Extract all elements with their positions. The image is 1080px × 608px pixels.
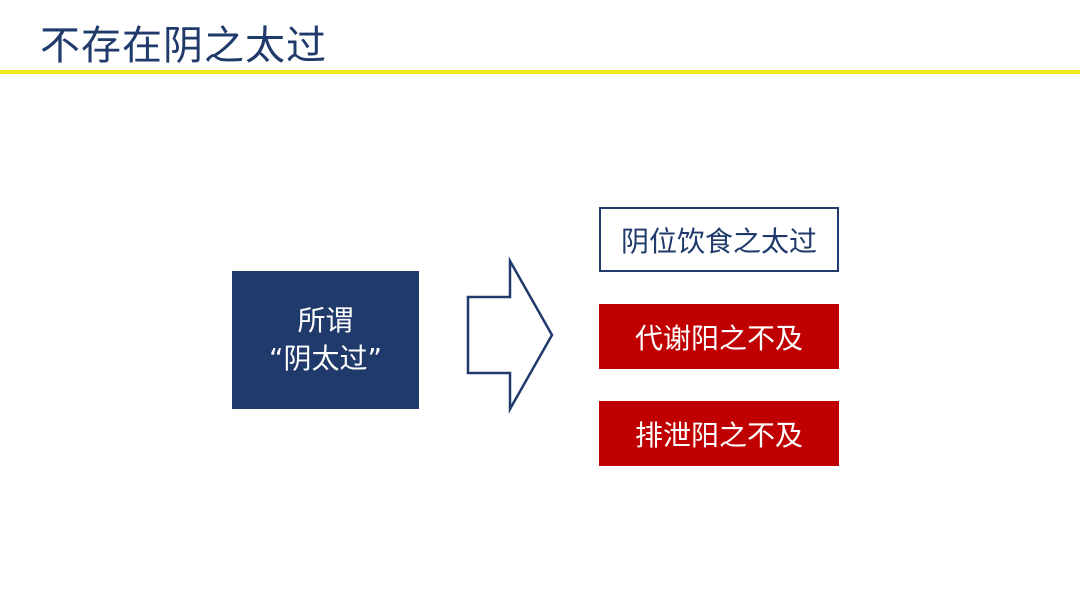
source-box-line-1: 所谓 — [297, 304, 354, 337]
result-box-label: 排泄阳之不及 — [634, 418, 803, 452]
result-box-label: 代谢阳之不及 — [634, 321, 803, 355]
result-box-diet-excess: 阴位饮食之太过 — [599, 207, 839, 272]
source-box-line-2: “阴太过” — [268, 342, 382, 375]
right-arrow-icon — [466, 256, 554, 414]
slide-title: 不存在阴之太过 — [40, 23, 327, 69]
result-box-label: 阴位饮食之太过 — [620, 224, 817, 258]
title-underline — [0, 70, 1080, 74]
result-box-excretion-deficiency: 排泄阳之不及 — [599, 401, 839, 466]
result-box-metabolism-deficiency: 代谢阳之不及 — [599, 304, 839, 369]
source-box: 所谓 “阴太过” — [232, 271, 419, 409]
